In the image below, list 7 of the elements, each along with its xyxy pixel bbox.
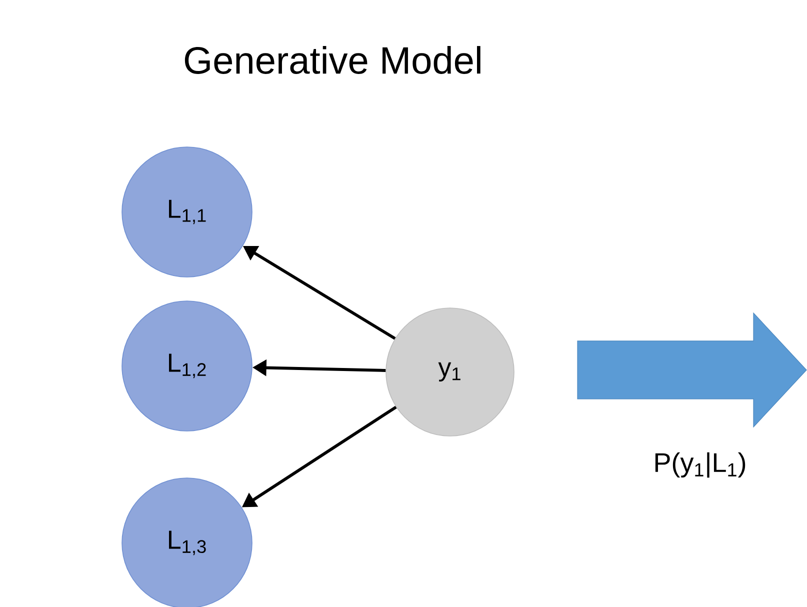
circle-node: L$_{1,1}$ (122, 146, 252, 278)
title: Generative Model (184, 46, 480, 74)
circle-node: L$_{1,3}$ (122, 478, 252, 607)
circle-node: L$_{1,2}$ (122, 300, 252, 432)
block-arrow (577, 312, 807, 428)
arrow-caption: P(y$_{1}$|L$_{1}$) (655, 452, 746, 478)
circle-node: y$_{1}$ (386, 308, 514, 436)
